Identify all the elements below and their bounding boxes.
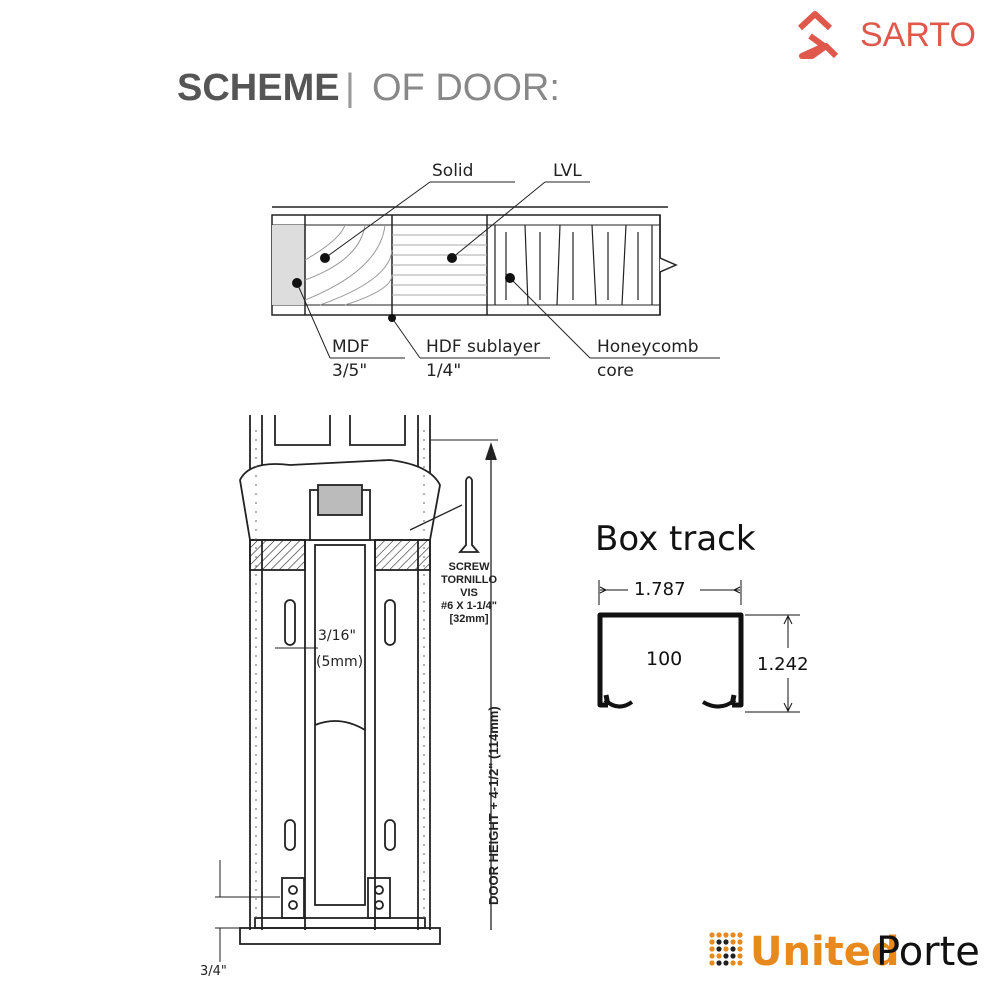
logo-dot bbox=[730, 953, 736, 959]
logo-dot bbox=[723, 939, 729, 945]
box-track-width: 1.787 bbox=[634, 579, 686, 600]
logo-dot bbox=[723, 946, 729, 952]
logo-dot bbox=[709, 939, 715, 945]
label-honeycomb-core: core bbox=[597, 361, 634, 381]
screw-label: SCREW bbox=[449, 561, 491, 573]
title-separator: | bbox=[345, 67, 355, 109]
door-cross-section bbox=[271, 181, 720, 359]
sarto-logo-text: SARTO bbox=[860, 16, 976, 54]
logo-dot bbox=[716, 946, 722, 952]
porte-logo-text: Porte bbox=[876, 929, 980, 975]
box-track-height: 1.242 bbox=[757, 654, 809, 675]
label-solid: Solid bbox=[432, 161, 473, 181]
logo-dot bbox=[709, 946, 715, 952]
logo-dot bbox=[737, 960, 743, 966]
united-logo-text: United bbox=[750, 929, 900, 975]
gap-mm-label: (5mm) bbox=[316, 654, 363, 670]
logo-dot bbox=[730, 932, 736, 938]
screw-label-es: TORNILLO bbox=[441, 574, 497, 586]
logo-dot bbox=[737, 932, 743, 938]
united-porte-logo-icon bbox=[709, 932, 743, 966]
label-hdf-size: 1/4" bbox=[426, 361, 461, 381]
title-bold: SCHEME bbox=[177, 67, 340, 109]
gap-label: 3/16" bbox=[318, 628, 356, 644]
logo-dot bbox=[723, 953, 729, 959]
screw-size: #6 X 1-1/4" bbox=[441, 600, 497, 612]
height-dimension-label: DOOR HEIGHT + 4-1/2" (114mm) bbox=[486, 706, 501, 905]
label-hdf: HDF sublayer bbox=[426, 337, 540, 357]
logo-dot bbox=[730, 946, 736, 952]
track-installation-drawing bbox=[215, 415, 498, 962]
logo-dot bbox=[737, 939, 743, 945]
title-light: OF DOOR: bbox=[372, 67, 560, 109]
logo-dot bbox=[709, 960, 715, 966]
logo-dot bbox=[723, 932, 729, 938]
logo-dot bbox=[709, 932, 715, 938]
logo-dot bbox=[723, 960, 729, 966]
label-mdf: MDF bbox=[332, 337, 370, 357]
label-honeycomb: Honeycomb bbox=[597, 337, 699, 357]
logo-dot bbox=[730, 939, 736, 945]
box-track-model: 100 bbox=[646, 648, 682, 670]
box-track-profile bbox=[597, 580, 800, 713]
logo-dot bbox=[709, 953, 715, 959]
logo-dot bbox=[716, 960, 722, 966]
logo-dot bbox=[716, 932, 722, 938]
logo-dot bbox=[716, 953, 722, 959]
label-lvl: LVL bbox=[553, 161, 582, 181]
logo-dot bbox=[716, 939, 722, 945]
screw-size-mm: [32mm] bbox=[449, 613, 488, 625]
logo-dot bbox=[730, 960, 736, 966]
screw-label-fr: VIS bbox=[460, 587, 478, 599]
logo-dot bbox=[737, 953, 743, 959]
label-mdf-size: 3/5" bbox=[332, 361, 367, 381]
sarto-logo-icon bbox=[797, 11, 839, 59]
logo-dot bbox=[737, 946, 743, 952]
floor-gap-label: 3/4" bbox=[200, 964, 227, 979]
box-track-title: Box track bbox=[595, 519, 756, 559]
